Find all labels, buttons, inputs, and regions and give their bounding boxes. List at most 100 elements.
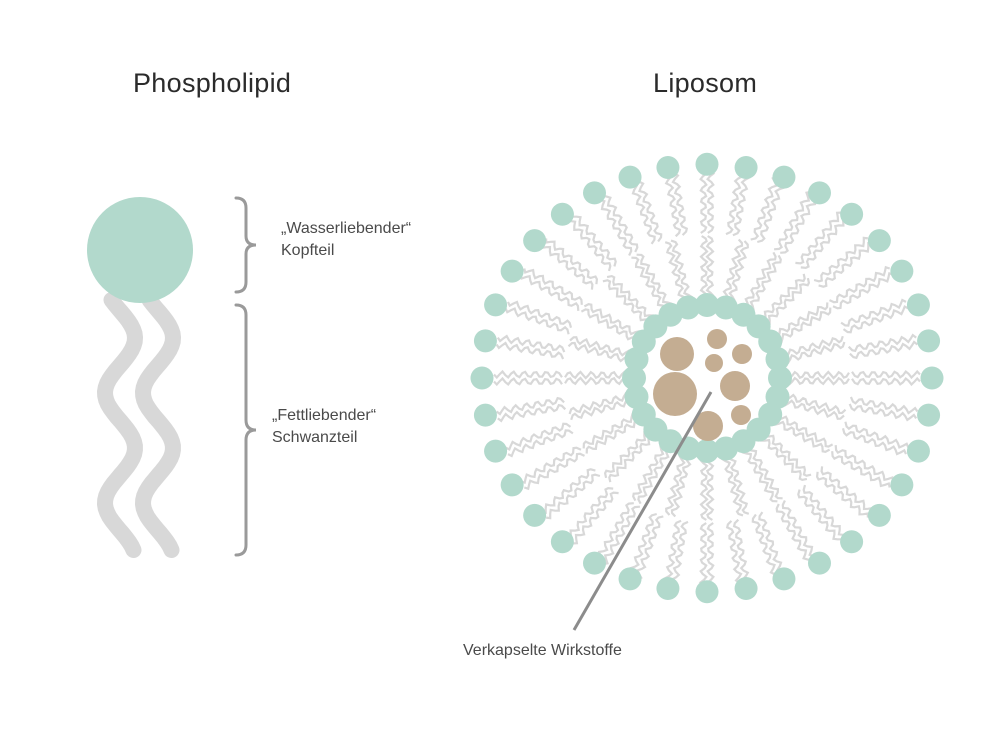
outer-tail: [634, 176, 663, 243]
inner-tail: [580, 308, 638, 341]
outer-head: [500, 473, 524, 497]
outer-head: [808, 551, 831, 575]
outer-tail: [663, 519, 682, 589]
outer-tail: [780, 194, 817, 254]
outer-head: [550, 530, 574, 554]
outer-head: [470, 366, 494, 390]
outer-tail: [758, 511, 787, 578]
outer-tail: [545, 238, 599, 285]
outer-head: [917, 403, 941, 427]
outer-tail: [523, 268, 583, 305]
outer-tail: [493, 369, 563, 380]
outer-tail: [725, 166, 744, 236]
inner-tail: [774, 302, 829, 339]
outer-head: [618, 165, 642, 189]
outer-tail: [493, 376, 563, 387]
outer-head: [840, 530, 864, 554]
payload-particle: [731, 405, 751, 425]
inner-head: [695, 293, 719, 317]
inner-tail: [606, 274, 654, 320]
payload-particle: [707, 329, 727, 349]
outer-head: [523, 229, 547, 253]
inner-tail: [728, 240, 749, 303]
inner-tail: [705, 457, 715, 521]
outer-head: [583, 551, 606, 575]
inner-head: [768, 366, 792, 390]
outer-tail: [842, 305, 909, 334]
outer-tail: [750, 175, 778, 241]
inner-tail: [664, 241, 688, 303]
outer-tail: [636, 515, 664, 581]
outer-tail: [594, 194, 633, 256]
inner-tail: [583, 303, 641, 336]
tail-label-line2: Schwanzteil: [272, 429, 358, 446]
inner-tail: [749, 254, 782, 312]
head-label-line1: „Wasserliebender“: [281, 220, 412, 237]
outer-tail: [757, 178, 785, 244]
outer-tail: [832, 272, 894, 310]
outer-head: [772, 567, 796, 591]
outer-head: [867, 229, 891, 253]
head-bracket: [234, 196, 257, 294]
outer-tail: [775, 503, 813, 565]
liposome-title: Liposom: [653, 68, 758, 98]
outer-tail: [523, 452, 585, 491]
phospholipid-tails: [96, 292, 182, 558]
outer-head: [618, 567, 642, 591]
outer-head: [867, 503, 891, 527]
inner-tail: [665, 453, 686, 516]
outer-head: [695, 580, 719, 604]
outer-tail: [565, 216, 612, 272]
liposome-outer-heads: [470, 152, 944, 604]
tail-bracket: [234, 303, 257, 557]
inner-tail: [741, 448, 778, 503]
outer-tail: [545, 473, 601, 520]
payload-particle: [693, 411, 723, 441]
inner-head: [713, 436, 738, 461]
inner-tail: [585, 417, 640, 454]
outer-tail: [797, 489, 843, 544]
inner-tail: [637, 447, 670, 505]
outer-head: [734, 577, 758, 601]
inner-tail: [722, 238, 744, 301]
inner-tail: [786, 370, 850, 380]
inner-tail: [632, 444, 665, 502]
outer-tail: [495, 341, 565, 360]
inner-tail: [786, 376, 850, 386]
inner-tail: [602, 279, 650, 324]
outer-tail: [840, 298, 907, 327]
tail-label-line1: „Fettliebender“: [272, 407, 377, 424]
outer-head: [473, 329, 497, 353]
outer-head: [734, 155, 758, 179]
outer-tail: [834, 445, 895, 482]
inner-tail: [782, 399, 845, 420]
inner-tail: [670, 455, 692, 518]
outer-tail: [495, 396, 565, 416]
outer-tail: [507, 429, 574, 458]
outer-tail: [829, 265, 891, 304]
inner-tail: [705, 235, 715, 299]
outer-tail: [751, 513, 780, 580]
outer-tail: [603, 505, 640, 566]
outer-tail: [774, 190, 811, 251]
outer-tail: [831, 451, 891, 488]
encapsulated-payload: [653, 329, 752, 441]
payload-particle: [732, 344, 752, 364]
liposome-tails: [493, 164, 921, 592]
outer-tail: [851, 376, 921, 387]
outer-head: [523, 503, 547, 527]
outer-tail: [795, 211, 842, 265]
outer-tail: [496, 334, 566, 353]
head-label-line2: Kopfteil: [281, 242, 335, 259]
outer-head: [772, 165, 796, 189]
outer-tail: [820, 466, 874, 513]
inner-tail: [564, 370, 628, 380]
outer-tail: [705, 164, 716, 234]
inner-tail: [603, 431, 649, 479]
inner-tail: [782, 335, 844, 359]
outer-head: [484, 293, 508, 317]
liposome-inner-heads: [622, 293, 792, 463]
outer-tail: [572, 491, 619, 545]
